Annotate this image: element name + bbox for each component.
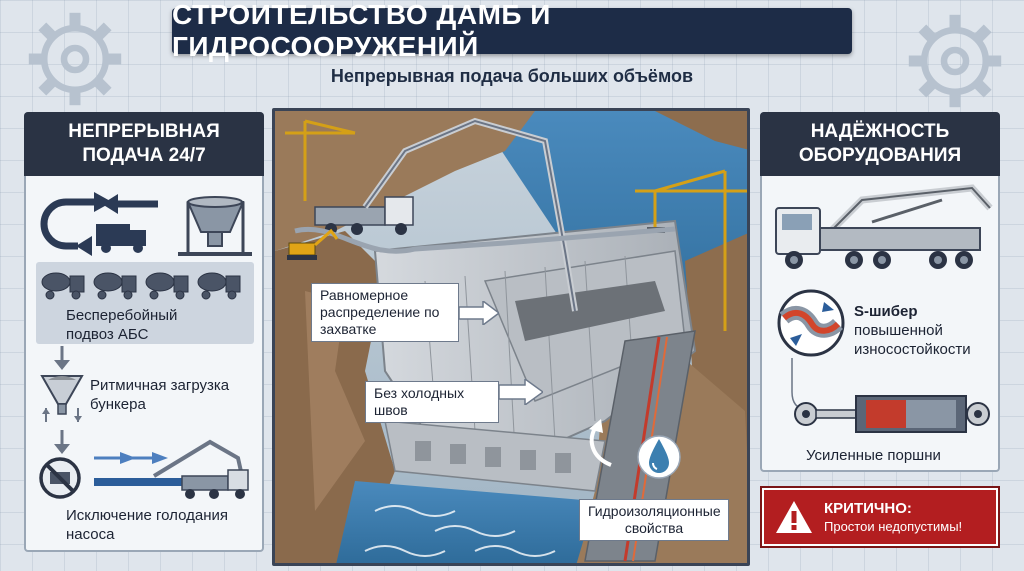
page-title: СТРОИТЕЛЬСТВО ДАМБ И ГИДРОСООРУЖЕНИЙ [172,0,852,62]
warning-text-block: КРИТИЧНО: Простои недопустимы! [824,500,962,535]
arrow-down-icon [54,430,70,454]
arrow-right-icon [499,379,543,405]
pump-truck-icon [94,439,249,499]
starvation-label: Исключение голодания насоса [66,507,228,543]
right-panel: НАДЁЖНОСТЬ ОБОРУДОВАНИЯ S-шибер повышенн… [760,112,1000,472]
gear-icon [28,12,122,106]
supply-label: Бесперебойный подвоз АБС [66,307,178,343]
piston-icon [794,395,990,433]
callout-waterproofing: Гидроизоляционные свойства [579,499,729,541]
warning-icon [776,501,812,533]
s-valve-icon [777,289,845,357]
piston-label: Усиленные поршни [806,447,941,464]
gear-icon [908,14,1002,108]
supply-cycle-icon [40,192,252,256]
right-panel-heading: НАДЁЖНОСТЬ ОБОРУДОВАНИЯ [760,112,1000,176]
arrow-down-icon [54,346,70,370]
s-valve-title: S-шибер [854,303,918,320]
critical-warning: КРИТИЧНО: Простои недопустимы! [760,486,1000,548]
curved-arrow-icon [589,419,612,467]
arrow-right-icon [459,301,499,325]
mixer-trucks-icon [41,272,241,300]
dam-illustration: Равномерное распределение по захватке Бе… [272,108,750,566]
callout-no-cold-joints: Без холодных швов [365,381,499,423]
warning-message: Простои недопустимы! [824,518,963,534]
left-panel-heading: НЕПРЕРЫВНАЯ ПОДАЧА 24/7 [24,112,264,176]
hopper-label: Ритмичная загрузка бункера [90,377,230,413]
callout-distribution: Равномерное распределение по захватке [311,283,459,342]
concrete-pump-truck-icon [775,184,993,269]
dam-scene [275,111,747,563]
s-valve-label: повышенной износостойкости [854,322,971,358]
page-subtitle: Непрерывная подача больших объёмов [330,66,694,86]
hopper-icon [40,375,84,422]
left-panel: НЕПРЕРЫВНАЯ ПОДАЧА 24/7 Бесперебойный по… [24,112,264,552]
no-starvation-icon [39,457,81,499]
warning-title: КРИТИЧНО: [824,499,912,517]
water-drop-icon [637,435,681,479]
